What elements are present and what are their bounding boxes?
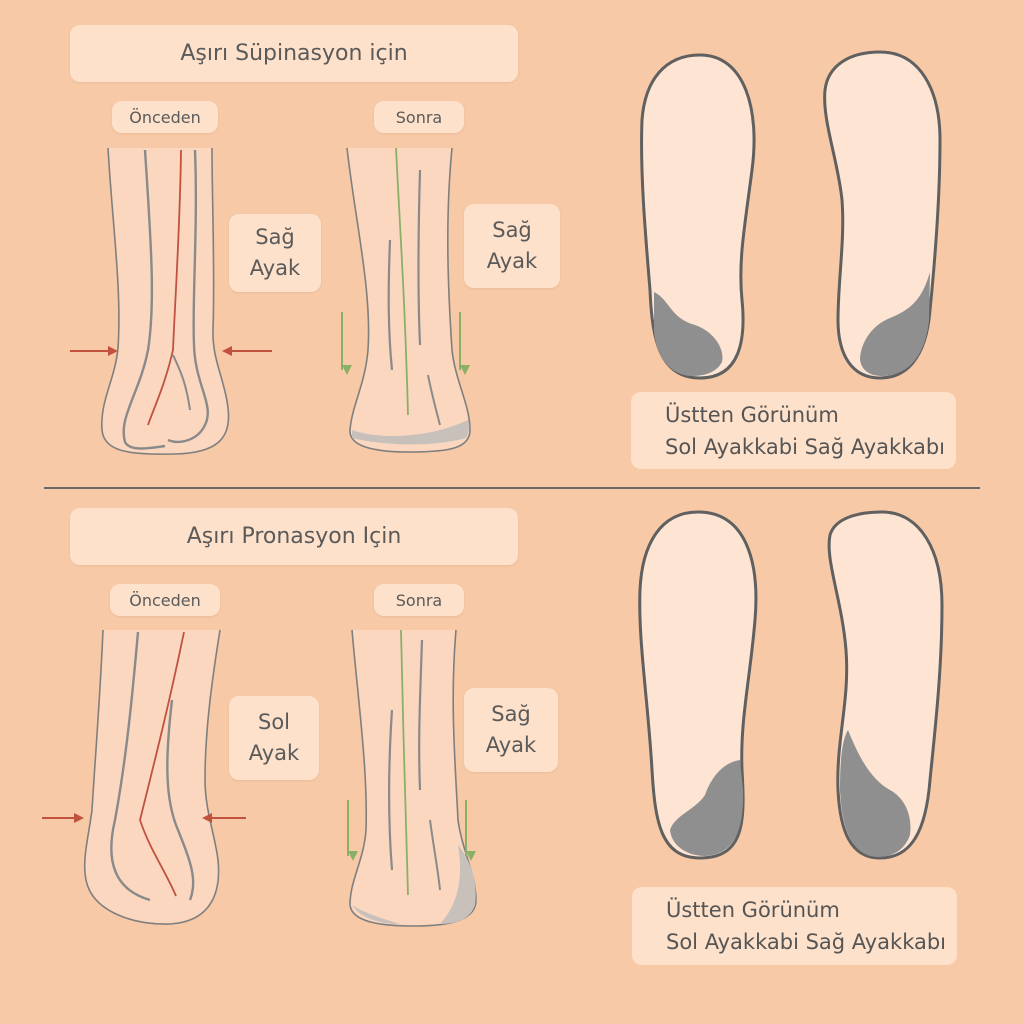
supination-before-tag: Önceden (112, 101, 218, 133)
supination-after-foot (346, 147, 471, 453)
section-divider (44, 487, 980, 489)
foot-word-text: Ayak (249, 256, 301, 280)
pronation-insoles (638, 510, 944, 860)
pronation-before-foot (83, 629, 221, 925)
pronation-section-title: Aşırı Pronasyon Için (70, 508, 518, 565)
pronation-after-tag: Sonra (374, 584, 464, 616)
supination-alignment-arrows (341, 312, 470, 375)
foot-side-text: Sol (257, 710, 290, 734)
supination-top-view-caption: Üstten Görünüm Sol Ayakkabi Sağ Ayakkabı (631, 392, 956, 469)
pronation-before-foot-label: Sol Ayak (229, 696, 319, 780)
supination-section-title: Aşırı Süpinasyon için (70, 25, 518, 82)
foot-word-text: Ayak (248, 741, 300, 765)
supination-after-tag: Sonra (374, 101, 464, 133)
pronation-after-foot-label: Sağ Ayak (464, 688, 558, 772)
foot-side-text: Sağ (492, 218, 532, 242)
top-view-title: Üstten Görünüm (665, 402, 839, 427)
supination-insoles (640, 50, 942, 380)
top-view-title: Üstten Görünüm (666, 898, 840, 922)
top-view-shoes: Sol Ayakkabi Sağ Ayakkabı (665, 434, 946, 459)
pronation-top-view-caption: Üstten Görünüm Sol Ayakkabi Sağ Ayakkabı (632, 887, 957, 965)
foot-side-text: Sağ (491, 702, 531, 726)
top-view-shoes: Sol Ayakkabi Sağ Ayakkabı (666, 930, 947, 954)
pronation-alignment-arrows (347, 800, 476, 861)
foot-word-text: Ayak (485, 733, 537, 757)
pronation-after-foot (349, 629, 477, 927)
supination-after-foot-label: Sağ Ayak (464, 204, 560, 288)
supination-before-foot-label: Sağ Ayak (229, 214, 321, 292)
pronation-before-tag: Önceden (110, 584, 220, 616)
supination-before-foot (101, 147, 230, 455)
foot-word-text: Ayak (486, 249, 538, 273)
foot-side-text: Sağ (255, 225, 295, 249)
